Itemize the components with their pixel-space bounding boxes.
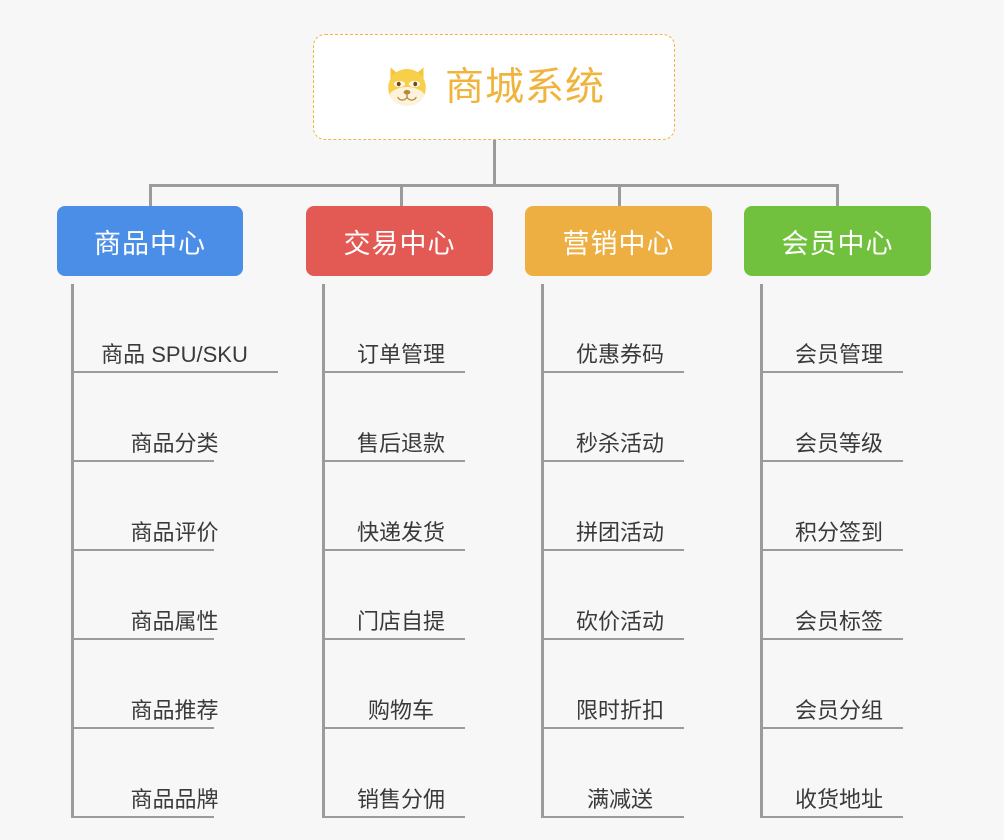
leaf-item[interactable]: 订单管理: [322, 284, 480, 373]
leaf-item-label: 秒杀活动: [575, 430, 664, 456]
leaf-item[interactable]: 会员等级: [760, 373, 918, 462]
leaf-item[interactable]: 砍价活动: [541, 551, 699, 640]
leaf-item-underline: [760, 371, 903, 373]
leaf-item[interactable]: 秒杀活动: [541, 373, 699, 462]
leaf-item[interactable]: 限时折扣: [541, 640, 699, 729]
leaf-item-label: 购物车: [367, 697, 434, 723]
leaf-item-underline: [71, 371, 278, 373]
leaf-column-spine: [760, 284, 763, 818]
root-node-title: 商城系统: [444, 65, 605, 109]
leaf-item-label: 商品评价: [130, 519, 219, 545]
leaf-column-product-center: 商品 SPU/SKU 商品分类商品评价商品属性商品推荐商品品牌: [71, 284, 278, 818]
leaf-item[interactable]: 商品分类: [71, 373, 278, 462]
leaf-item[interactable]: 优惠券码: [541, 284, 699, 373]
leaf-item[interactable]: 快递发货: [322, 462, 480, 551]
connector-trunk-vertical: [493, 140, 496, 186]
leaf-item-underline: [71, 727, 214, 729]
connector-drop-member-center: [836, 184, 839, 206]
leaf-item[interactable]: 商品评价: [71, 462, 278, 551]
leaf-item[interactable]: 会员管理: [760, 284, 918, 373]
leaf-item[interactable]: 门店自提: [322, 551, 480, 640]
leaf-item[interactable]: 积分签到: [760, 462, 918, 551]
shiba-dog-face-icon: [388, 67, 426, 106]
leaf-item-underline: [760, 727, 903, 729]
category-header-member-center[interactable]: 会员中心: [744, 206, 931, 276]
leaf-item-label: 拼团活动: [575, 519, 664, 545]
leaf-item-underline: [322, 816, 465, 818]
leaf-item-label: 门店自提: [356, 608, 445, 634]
leaf-item-label: 销售分佣: [356, 786, 445, 812]
leaf-item-underline: [71, 638, 214, 640]
leaf-item-underline: [541, 638, 684, 640]
leaf-item-label: 商品分类: [130, 430, 219, 456]
leaf-column-trade-center: 订单管理售后退款快递发货门店自提购物车销售分佣: [322, 284, 480, 818]
connector-drop-marketing-center: [618, 184, 621, 206]
leaf-item-label: 砍价活动: [575, 608, 664, 634]
connector-drop-product-center: [149, 184, 152, 206]
leaf-item-label: 商品 SPU/SKU: [101, 341, 248, 367]
leaf-item-label: 会员管理: [794, 341, 883, 367]
leaf-item-underline: [541, 727, 684, 729]
leaf-item-underline: [541, 549, 684, 551]
leaf-item-underline: [541, 460, 684, 462]
leaf-item[interactable]: 满减送: [541, 729, 699, 818]
leaf-item-underline: [541, 816, 684, 818]
leaf-item-label: 商品推荐: [130, 697, 219, 723]
leaf-item-label: 积分签到: [794, 519, 883, 545]
leaf-item-label: 会员等级: [794, 430, 883, 456]
leaf-item-label: 售后退款: [356, 430, 445, 456]
category-title: 会员中心: [781, 228, 894, 259]
leaf-item-underline: [71, 816, 214, 818]
category-header-marketing-center[interactable]: 营销中心: [525, 206, 712, 276]
category-title: 营销中心: [562, 228, 675, 259]
leaf-item-label: 会员标签: [794, 608, 883, 634]
leaf-item[interactable]: 售后退款: [322, 373, 480, 462]
leaf-item-underline: [760, 638, 903, 640]
leaf-item-underline: [71, 549, 214, 551]
category-header-trade-center[interactable]: 交易中心: [306, 206, 493, 276]
leaf-item-label: 商品属性: [130, 608, 219, 634]
connector-drop-trade-center: [400, 184, 403, 206]
leaf-item[interactable]: 商品品牌: [71, 729, 278, 818]
leaf-item[interactable]: 销售分佣: [322, 729, 480, 818]
leaf-item-label: 收货地址: [794, 786, 883, 812]
leaf-item-label: 商品品牌: [130, 786, 219, 812]
leaf-item[interactable]: 会员标签: [760, 551, 918, 640]
leaf-item[interactable]: 拼团活动: [541, 462, 699, 551]
category-title: 商品中心: [94, 228, 206, 259]
leaf-column-marketing-center: 优惠券码秒杀活动拼团活动砍价活动限时折扣满减送: [541, 284, 699, 818]
leaf-column-spine: [541, 284, 544, 818]
category-header-product-center[interactable]: 商品中心: [57, 206, 243, 276]
leaf-item[interactable]: 收货地址: [760, 729, 918, 818]
category-title: 交易中心: [343, 228, 456, 259]
leaf-item[interactable]: 购物车: [322, 640, 480, 729]
connector-horizontal-bus: [149, 184, 838, 187]
root-node-card[interactable]: 商城系统: [313, 34, 675, 140]
leaf-item-label: 快递发货: [356, 519, 445, 545]
leaf-item-underline: [322, 549, 465, 551]
leaf-item-label: 订单管理: [356, 341, 445, 367]
leaf-item[interactable]: 商品推荐: [71, 640, 278, 729]
leaf-item-underline: [541, 371, 684, 373]
leaf-item-underline: [71, 460, 214, 462]
leaf-item-underline: [760, 549, 903, 551]
leaf-item-label: 满减送: [586, 786, 653, 812]
leaf-item[interactable]: 商品属性: [71, 551, 278, 640]
leaf-item-underline: [322, 638, 465, 640]
leaf-item[interactable]: 会员分组: [760, 640, 918, 729]
leaf-item[interactable]: 商品 SPU/SKU: [71, 284, 278, 373]
leaf-item-label: 优惠券码: [575, 341, 664, 367]
leaf-item-label: 限时折扣: [575, 697, 664, 723]
leaf-item-underline: [322, 727, 465, 729]
leaf-item-underline: [760, 816, 903, 818]
leaf-column-spine: [71, 284, 74, 818]
leaf-item-underline: [760, 460, 903, 462]
leaf-column-member-center: 会员管理会员等级积分签到会员标签会员分组收货地址: [760, 284, 918, 818]
leaf-item-underline: [322, 460, 465, 462]
leaf-item-underline: [322, 371, 465, 373]
leaf-column-spine: [322, 284, 325, 818]
leaf-item-label: 会员分组: [794, 697, 883, 723]
